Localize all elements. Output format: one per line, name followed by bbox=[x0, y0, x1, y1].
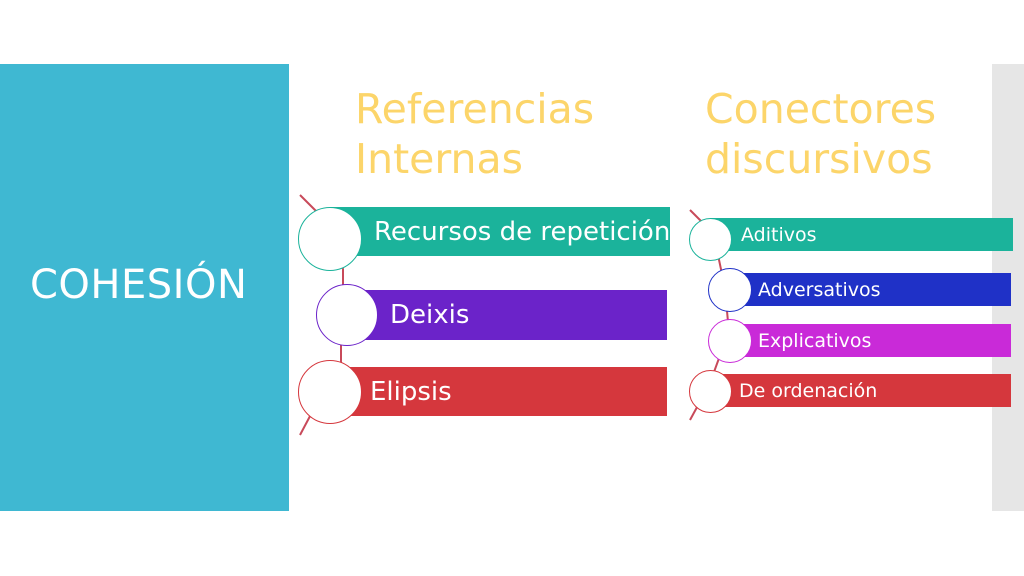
item-circle bbox=[689, 370, 732, 413]
main-title: COHESIÓN bbox=[30, 262, 248, 308]
item-circle bbox=[298, 360, 362, 424]
item-circle bbox=[689, 218, 732, 261]
item-circle bbox=[708, 319, 752, 363]
item-label: Recursos de repetición bbox=[374, 216, 671, 247]
item-label: Aditivos bbox=[741, 223, 817, 246]
heading-line: Conectores bbox=[705, 85, 937, 133]
item-bar-aditivos: Aditivos bbox=[710, 218, 1013, 251]
item-label: Deixis bbox=[390, 300, 470, 330]
item-bar-adversativos: Adversativos bbox=[730, 273, 1011, 306]
item-circle bbox=[708, 268, 752, 312]
heading-line: Internas bbox=[355, 135, 523, 183]
item-label: Explicativos bbox=[758, 329, 872, 352]
title-panel: COHESIÓN bbox=[0, 64, 289, 511]
heading-line: Referencias bbox=[355, 85, 595, 133]
item-bar-recursos-de-repeticion: Recursos de repetición bbox=[330, 207, 670, 256]
item-bar-de-ordenacion: De ordenación bbox=[711, 374, 1011, 407]
item-bar-elipsis: Elipsis bbox=[330, 367, 667, 416]
item-circle bbox=[316, 284, 378, 346]
item-label: Elipsis bbox=[370, 376, 452, 407]
heading-line: discursivos bbox=[705, 135, 933, 183]
item-bar-deixis: Deixis bbox=[350, 290, 667, 340]
item-label: De ordenación bbox=[739, 379, 878, 402]
heading-conectores-discursivos: Conectores discursivos bbox=[705, 84, 936, 184]
heading-referencias-internas: Referencias Internas bbox=[355, 84, 594, 184]
item-bar-explicativos: Explicativos bbox=[730, 324, 1011, 357]
item-label: Adversativos bbox=[758, 278, 881, 301]
item-circle bbox=[298, 207, 362, 271]
